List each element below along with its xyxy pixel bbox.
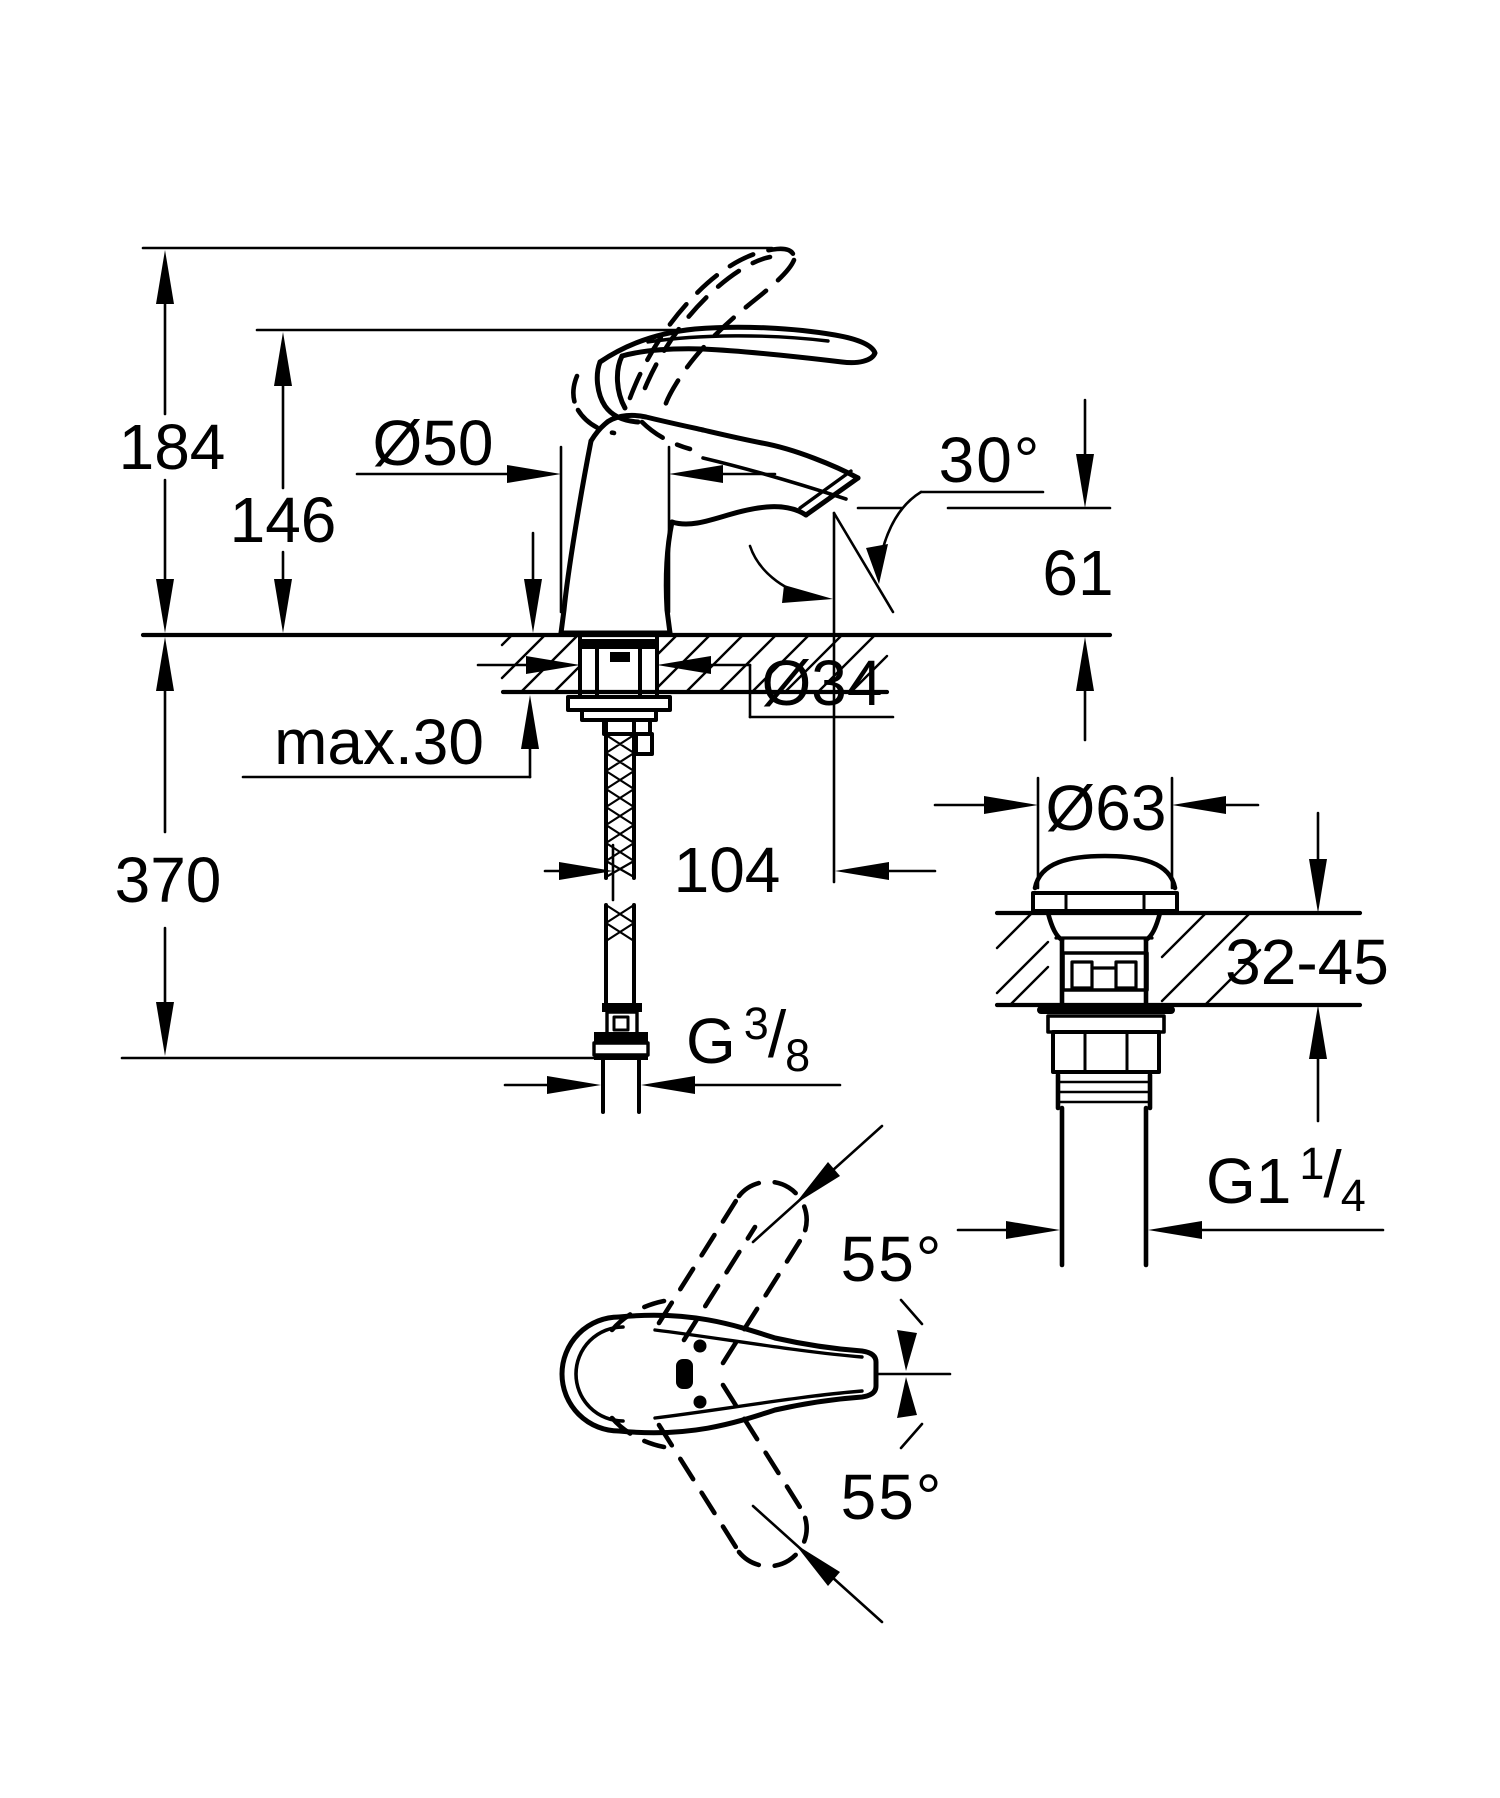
dimension-o34 (476, 656, 895, 719)
dim-label-waste-diameter: Ø63 (1045, 772, 1167, 844)
dimension-32-45 (1309, 811, 1327, 1123)
waste-thread-denominator: 4 (1340, 1170, 1366, 1221)
supply-thread-g: G (686, 1005, 736, 1077)
hose-braid-pattern (604, 733, 636, 943)
dim-label-swivel-down: 55° (840, 1461, 944, 1533)
supply-thread-numerator: 3 (743, 998, 769, 1049)
dimension-o63 (933, 776, 1260, 890)
supply-thread-denominator: 8 (785, 1030, 811, 1081)
supply-thread-slash: / (767, 997, 787, 1071)
waste-thread-slash: / (1323, 1137, 1342, 1211)
waste-thread-numerator: 1 (1299, 1138, 1325, 1189)
dim-label-spout-reach: 104 (673, 834, 781, 906)
dim-label-waste-deck-range: 32-45 (1225, 926, 1389, 998)
lever-handle-raised-dashed (571, 246, 797, 452)
dim-label-hose-drop: 370 (114, 844, 222, 916)
dimension-55deg (751, 1124, 952, 1624)
dim-label-max-deck: max.30 (274, 706, 484, 778)
dimension-61 (1076, 398, 1094, 742)
dim-label-shank-diameter: Ø34 (761, 647, 883, 719)
dimension-184 (156, 250, 174, 633)
dimension-g38 (503, 1076, 842, 1094)
dimension-146 (274, 332, 292, 633)
dim-label-waste-thread: G1 1 / 4 (1206, 1141, 1366, 1218)
dimension-max30 (241, 531, 542, 779)
waste-hatch-pattern (995, 911, 1262, 1007)
dim-label-height-closed: 146 (229, 484, 337, 556)
faucet-body-outline (558, 412, 861, 636)
waste-thread-g: G1 (1206, 1145, 1292, 1217)
dimension-o50 (355, 445, 777, 614)
lever-plan-solid (559, 1312, 879, 1436)
dim-label-body-diameter: Ø50 (372, 407, 494, 479)
dimension-104 (543, 843, 937, 902)
dim-label-height-open: 184 (118, 411, 226, 483)
lever-plan-dashed-positions (609, 1179, 809, 1569)
mounting-shank (566, 633, 672, 756)
flexible-supply-hose (592, 720, 650, 1114)
dim-label-supply-thread: G 3 / 8 (686, 1001, 810, 1078)
dim-label-outlet-height: 61 (1042, 537, 1114, 609)
front-view-reference-lines (120, 246, 1112, 1060)
dim-label-swivel-up: 55° (840, 1223, 944, 1295)
dim-label-spout-angle: 30° (938, 424, 1042, 496)
popup-waste-outline (1031, 853, 1179, 1268)
dimension-30deg (748, 490, 1045, 884)
dimension-370 (156, 637, 174, 1056)
dimension-g114 (956, 1221, 1385, 1239)
